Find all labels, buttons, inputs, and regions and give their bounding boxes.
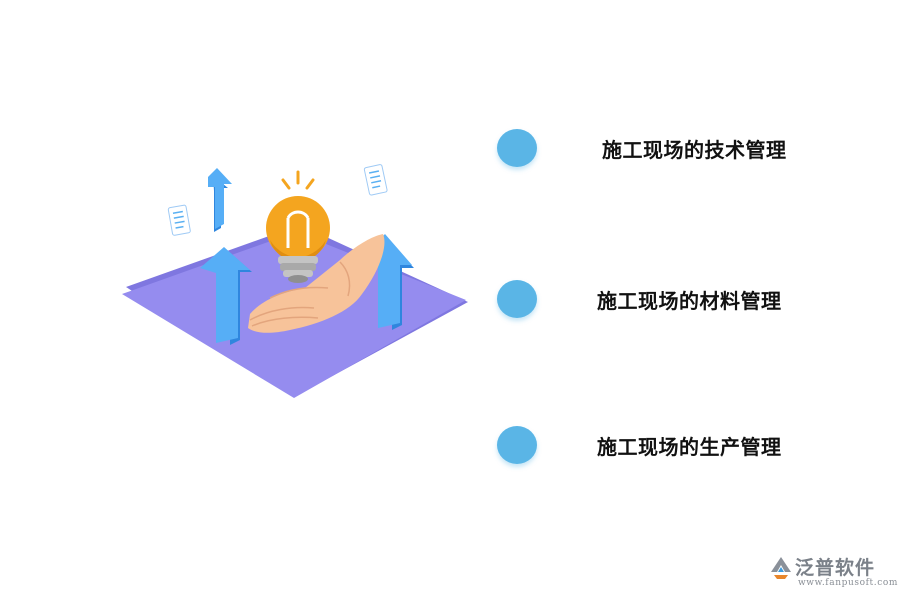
brand-url: www.fanpusoft.com — [798, 578, 898, 588]
document-icon — [167, 204, 191, 236]
up-arrow-icon — [200, 247, 252, 345]
bullet-dot-icon — [497, 280, 537, 318]
list-item-technical: 施工现场的技术管理 — [497, 127, 857, 171]
up-arrow-icon — [208, 168, 232, 232]
brand-name: 泛普软件 — [795, 557, 876, 579]
document-icon — [363, 164, 388, 196]
item-label: 施工现场的生产管理 — [597, 435, 782, 459]
brand-watermark: 泛普软件 www.fanpusoft.com — [768, 552, 897, 592]
lightbulb-icon — [266, 170, 330, 283]
illustration — [122, 164, 468, 398]
fanpu-logo-icon — [771, 557, 791, 579]
list-item-production: 施工现场的生产管理 — [497, 424, 857, 468]
bullet-dot-icon — [497, 426, 537, 464]
bullet-dot-icon — [497, 129, 537, 167]
item-label: 施工现场的技术管理 — [602, 138, 787, 162]
item-label: 施工现场的材料管理 — [597, 289, 782, 313]
hand-icon — [248, 234, 385, 333]
list-item-materials: 施工现场的材料管理 — [497, 278, 857, 322]
